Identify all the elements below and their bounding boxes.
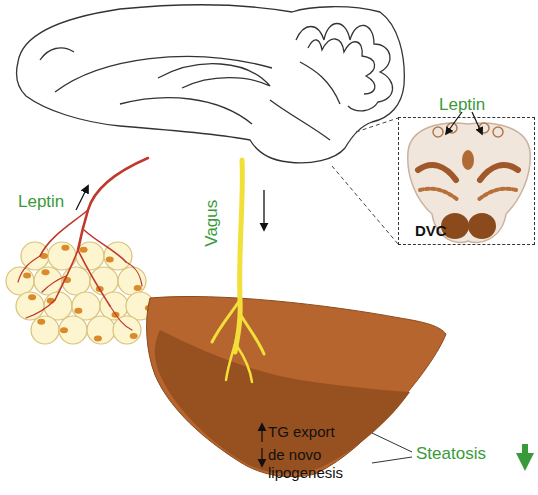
cell-nucleus: [60, 327, 68, 333]
adipose-tissue: [6, 242, 154, 344]
fat-cell: [87, 316, 115, 344]
stained-region: [462, 150, 474, 170]
leptin-nerve: [18, 158, 148, 330]
pyramid: [468, 213, 496, 239]
nerve-fiber: [84, 230, 126, 262]
fat-cell: [34, 267, 62, 295]
organ-shape: TG exportde novo lipogenesis: [140, 285, 450, 477]
inset-leader: [332, 166, 398, 244]
cerebellum-folia: [308, 39, 375, 94]
cell-nucleus: [134, 285, 142, 291]
brainstem-section: [408, 123, 530, 243]
cell-nucleus: [42, 269, 50, 275]
cell-nucleus: [23, 272, 31, 278]
brain-fold: [158, 64, 270, 88]
cell-nucleus: [130, 333, 138, 339]
direction-arrow: [446, 112, 462, 134]
brain-fold: [40, 48, 74, 60]
cerebellum-folia: [300, 62, 340, 104]
brain-fold: [120, 98, 252, 124]
fat-cell: [104, 242, 132, 270]
nerve-fiber: [26, 300, 55, 318]
inset-box: LeptinDVC: [398, 117, 535, 245]
direction-arrow: [263, 190, 264, 230]
nucleus-outline: [433, 127, 443, 137]
nerve-fiber: [126, 262, 142, 286]
fat-cell: [6, 267, 34, 295]
nucleus-outline: [493, 127, 503, 137]
direction-arrow: [472, 112, 482, 134]
fat-cell: [31, 316, 59, 344]
cerebellum-folia: [296, 24, 393, 111]
fat-cell: [59, 316, 87, 344]
annotation-label: Leptin: [18, 192, 64, 212]
brainstem-line: [270, 100, 330, 140]
cell-nucleus: [37, 319, 45, 325]
stained-region: [478, 189, 516, 200]
annotation-label: Steatosis: [416, 444, 486, 464]
nerve-fiber: [78, 158, 148, 250]
nerve-fiber: [55, 250, 78, 300]
nerve-fiber: [110, 306, 132, 330]
node-heading: TG export: [268, 423, 335, 441]
brainstem-section: [408, 123, 530, 243]
nucleus-outline: [479, 123, 489, 133]
inset-leader: [356, 118, 398, 132]
cell-nucleus: [28, 294, 36, 300]
cell-nucleus: [74, 308, 82, 314]
cell-nucleus: [106, 257, 114, 263]
brain-outline: [17, 5, 405, 163]
stained-region: [420, 189, 458, 200]
nucleus-outline: [447, 123, 457, 133]
decrease-arrow: [522, 444, 528, 462]
nerve-fiber: [40, 210, 88, 256]
nerve-fiber: [78, 250, 110, 306]
nerve-fiber: [18, 256, 40, 282]
leader-line: [372, 457, 412, 463]
direction-arrow: [76, 186, 88, 210]
stained-region: [418, 165, 456, 180]
fat-cell: [21, 242, 49, 270]
brain-outline: [17, 5, 405, 163]
fat-cell: [113, 316, 141, 344]
node-text: DVC: [415, 222, 447, 240]
node-text: de novo lipogenesis: [268, 446, 364, 482]
stained-region: [480, 165, 518, 180]
node-heading: Leptin: [439, 95, 485, 115]
annotation-label: Vagus: [202, 200, 222, 247]
cell-nucleus: [61, 245, 69, 251]
nerve-fiber: [42, 276, 66, 292]
brain-fold: [55, 56, 272, 92]
cell-nucleus: [80, 247, 88, 253]
cell-nucleus: [94, 335, 102, 341]
fat-cell: [16, 292, 44, 320]
fat-cell: [118, 267, 146, 295]
fat-cell: [62, 267, 90, 295]
leader-line: [372, 433, 412, 452]
